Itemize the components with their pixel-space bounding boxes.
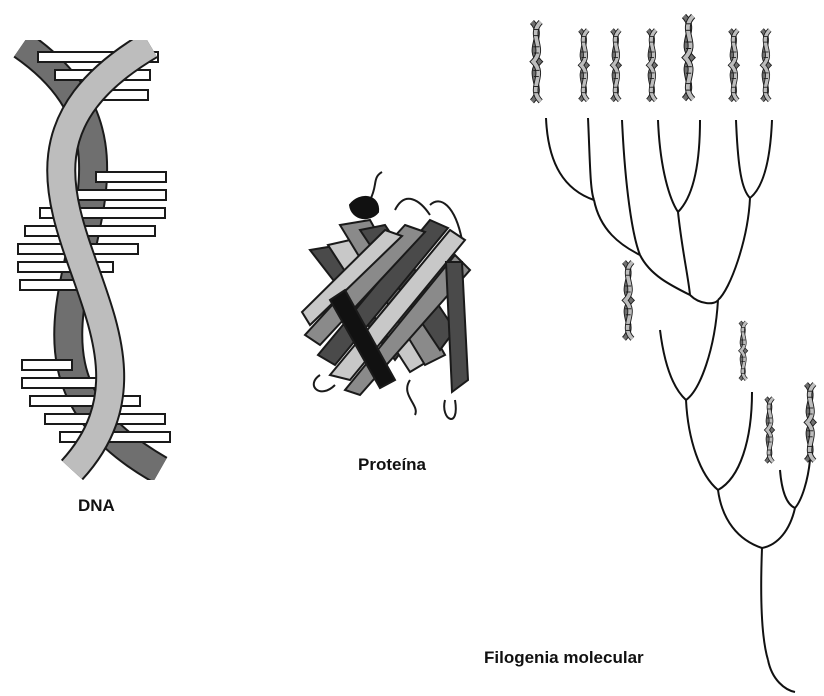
taxon-helix bbox=[580, 30, 588, 100]
taxon-helix bbox=[730, 30, 738, 100]
taxon-helix bbox=[766, 398, 773, 462]
taxon-helix bbox=[624, 262, 632, 339]
taxon-helix bbox=[762, 30, 770, 100]
taxon-helix bbox=[648, 30, 656, 100]
taxon-helix bbox=[612, 30, 620, 100]
taxon-helix bbox=[740, 322, 746, 380]
protein-label: Proteína bbox=[358, 455, 426, 475]
phylogeny-label: Filogenia molecular bbox=[484, 648, 644, 668]
taxon-helix bbox=[532, 22, 541, 101]
dna-label: DNA bbox=[78, 496, 115, 516]
taxon-helix bbox=[806, 384, 814, 461]
taxon-helix bbox=[684, 16, 693, 99]
